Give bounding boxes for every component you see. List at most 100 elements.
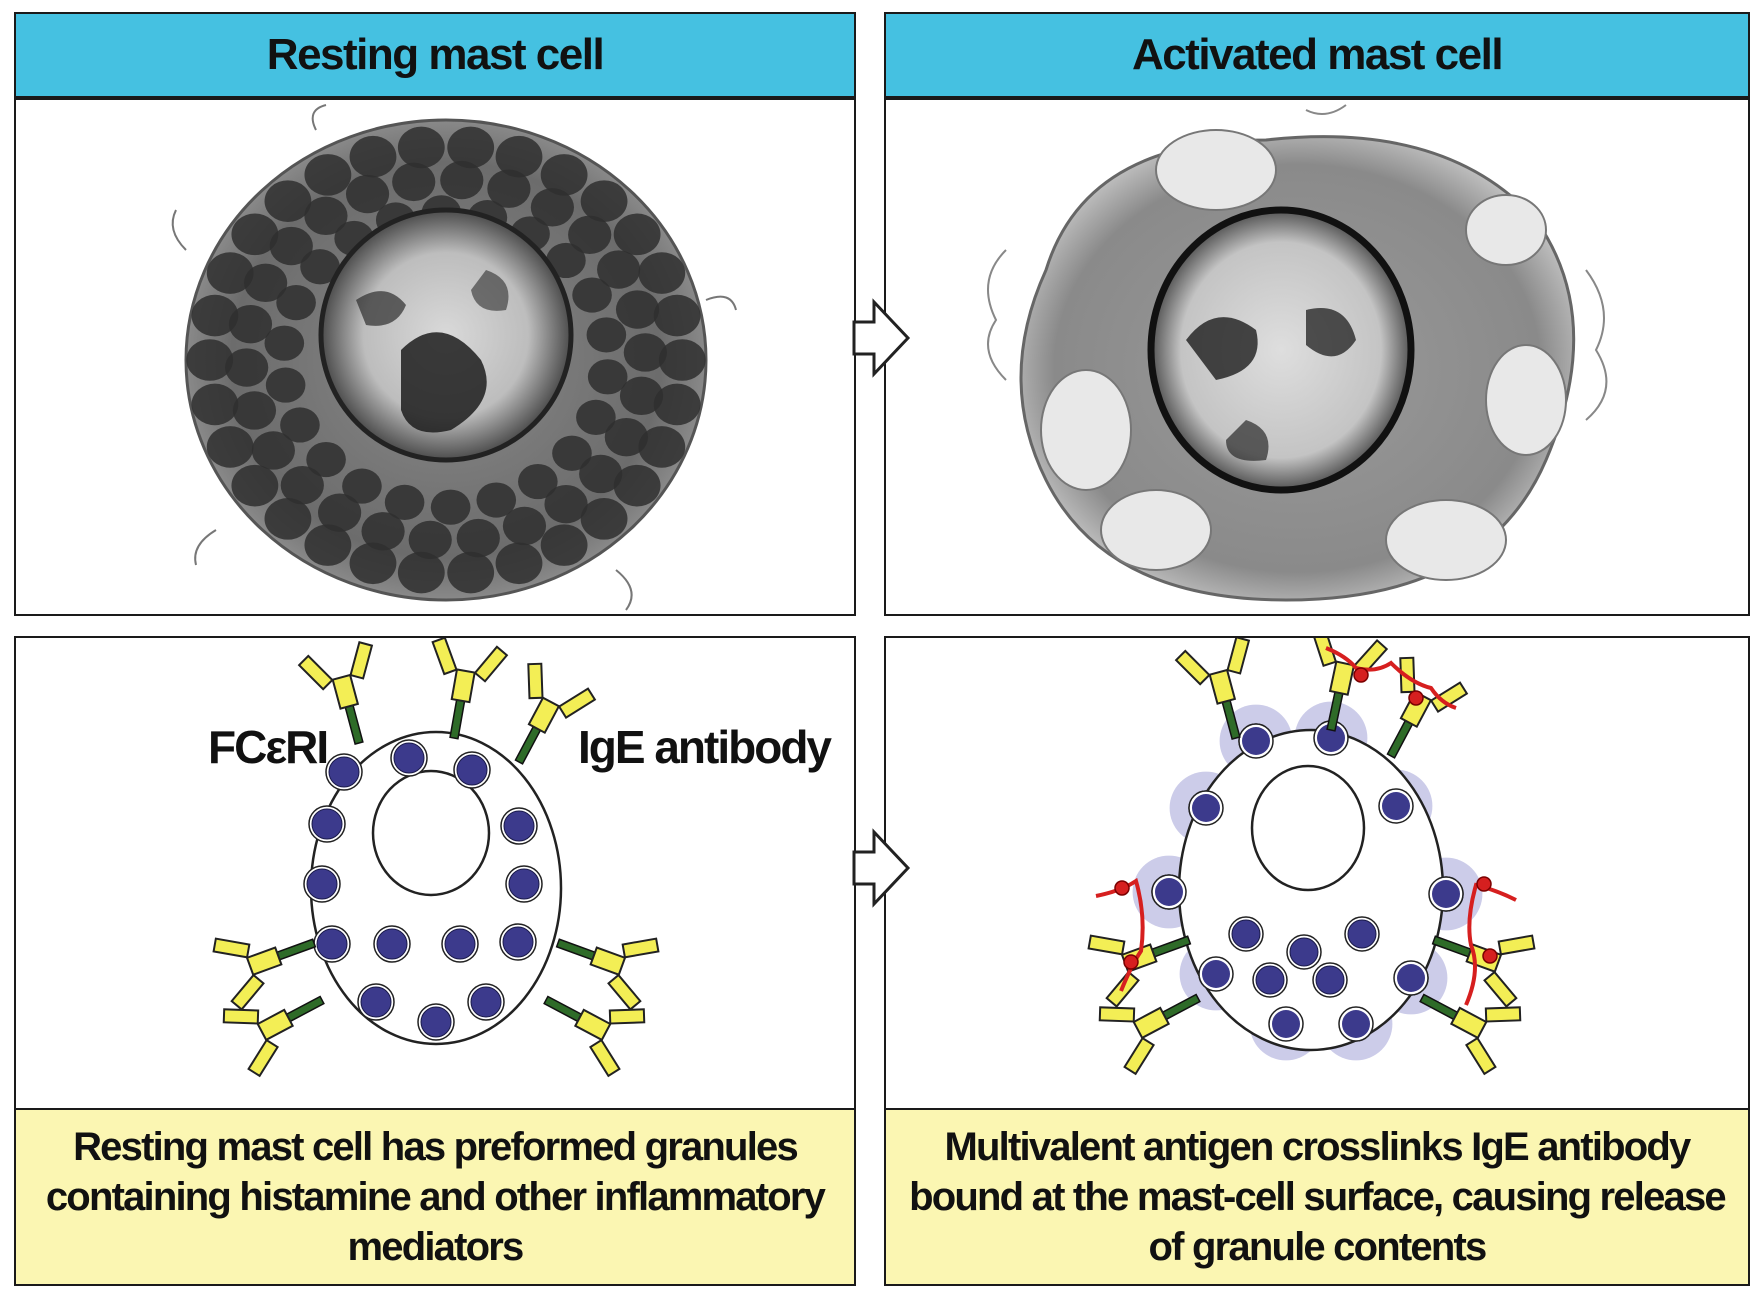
granule-icon [225, 348, 269, 387]
granule-icon [580, 180, 628, 222]
activated-nucleus-outline [1250, 764, 1366, 892]
granule-icon [495, 135, 543, 178]
granule-icon [306, 441, 346, 478]
granule-icon [530, 188, 574, 227]
antibody-arm [1465, 1036, 1497, 1076]
granule-icon [1155, 878, 1183, 906]
granule-icon [251, 431, 295, 470]
antibody-arm [589, 1038, 621, 1078]
granule-icon [232, 391, 277, 430]
granule-icon [653, 383, 701, 426]
granule-icon [1432, 880, 1460, 908]
antibody-stem [1208, 668, 1237, 705]
activated-diagram [1087, 638, 1536, 1076]
granule-icon [349, 542, 397, 585]
granule-icon [264, 325, 305, 361]
granule-icon [408, 520, 452, 560]
granule-icon [1242, 727, 1270, 755]
granule-icon [470, 986, 502, 1018]
activated-vacuoles [1040, 129, 1567, 581]
granule-icon [658, 339, 706, 381]
antigen-epitope [1482, 948, 1498, 964]
granule-icon [447, 126, 495, 169]
granule-icon [384, 484, 425, 521]
granule-icon [1342, 1010, 1370, 1038]
ige-antibody-icon [1311, 638, 1389, 732]
antibody-arm [527, 662, 544, 700]
granule-icon [502, 506, 547, 546]
granule-icon [546, 242, 586, 279]
granule-icon [265, 367, 306, 403]
antibody-stem [256, 1008, 295, 1042]
granule-icon [306, 868, 338, 900]
activated-caption: Multivalent antigen crosslinks IgE antib… [884, 1108, 1750, 1286]
granule-icon [228, 304, 273, 344]
granule-icon [345, 174, 390, 214]
granule-icon [552, 435, 592, 471]
granule-icon [1255, 965, 1285, 995]
fceri-receptor [1159, 993, 1201, 1022]
ige-antibody-icon [555, 937, 660, 1011]
granule-icon [393, 742, 425, 774]
activated-micrograph [987, 104, 1608, 602]
activated-diagram-panel [884, 636, 1750, 1112]
granule-icon [456, 754, 488, 786]
antibody-arm [1174, 649, 1211, 686]
fceri-receptor [1149, 935, 1192, 959]
antibody-stem [573, 1008, 612, 1042]
antibody-arm [222, 1008, 260, 1025]
antibody-arm [297, 654, 334, 691]
granule-icon [1289, 937, 1319, 967]
granule-icon [1272, 1010, 1300, 1038]
top-right-arrow-icon [852, 298, 911, 378]
granule-icon [397, 551, 445, 594]
antibody-arm [1311, 638, 1338, 668]
fceri-receptor [274, 938, 317, 962]
granule-icon [540, 524, 588, 566]
antibody-arm [1123, 1036, 1155, 1076]
activated-title: Activated mast cell [1131, 30, 1504, 79]
granule-icon [376, 928, 408, 960]
resting-caption: Resting mast cell has preformed granules… [14, 1108, 856, 1286]
antibody-arm [431, 638, 458, 676]
granule-icon [579, 454, 623, 494]
granule-icon [638, 426, 686, 468]
antibody-arm [1429, 681, 1469, 713]
granule-icon [349, 135, 397, 178]
granule-icon [206, 252, 254, 294]
granule-icon [1317, 724, 1345, 752]
granule-icon [653, 294, 701, 337]
granule-icon [392, 162, 436, 202]
fceri-label: FCεRI [208, 721, 329, 773]
granule-icon [572, 277, 612, 313]
granule-icon [304, 524, 352, 566]
granule-icon [568, 215, 612, 254]
antigen-epitope [1476, 876, 1492, 892]
antibody-arm [1098, 1006, 1136, 1023]
granule-icon [231, 213, 279, 256]
granule-icon [280, 407, 320, 443]
resting-micrograph-panel [14, 98, 856, 616]
antigen-chain [1325, 646, 1457, 710]
antibody-arm [1087, 934, 1126, 956]
granule-icon [447, 551, 495, 594]
granule-icon [430, 489, 471, 525]
granule-icon [361, 512, 405, 551]
ige-antibody-icon [1419, 993, 1522, 1076]
ige-antibody-icon [212, 937, 317, 1011]
antibody-arm [247, 1038, 279, 1078]
antibody-stem [1132, 1006, 1171, 1040]
resting-micrograph [171, 104, 737, 611]
antibody-stem [331, 673, 360, 710]
antigen-epitope [1353, 667, 1369, 683]
resting-diagram-panel: FCεRI IgE antibody [14, 636, 856, 1112]
granule-icon [638, 252, 686, 294]
antibody-arm [349, 641, 374, 680]
resting-header: Resting mast cell [14, 12, 856, 98]
granule-icon [613, 464, 661, 507]
granule-icon [503, 810, 535, 842]
ige-antibody-icon [1098, 993, 1201, 1076]
antibody-stem [245, 946, 283, 976]
granule-icon [495, 542, 543, 585]
antibody-arm [1497, 934, 1536, 956]
